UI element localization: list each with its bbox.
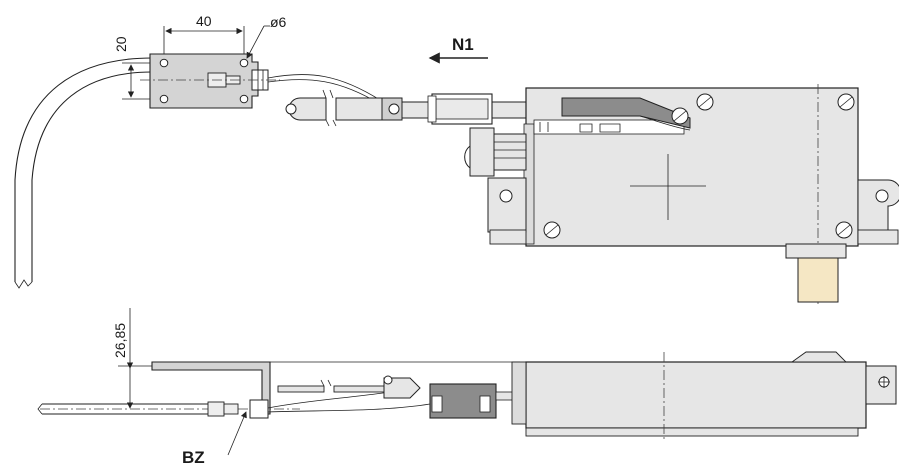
top-view: 40 ø6 20 xyxy=(14,13,899,304)
dim-hole-spacing: 40 xyxy=(163,13,245,54)
connector-plug xyxy=(785,243,847,303)
cable-clamp-label: BZ xyxy=(182,448,205,467)
dim-26-85-label: 26,85 xyxy=(112,323,128,358)
housing-screws xyxy=(543,93,855,239)
rod-clamp xyxy=(427,93,493,125)
side-view: 26,85 BZ xyxy=(37,308,897,467)
direction-label: N1 xyxy=(452,35,474,54)
dim-20-label: 20 xyxy=(113,36,129,52)
dim-offset: 26,85 xyxy=(112,308,152,409)
cable-clamp-label-group: BZ xyxy=(182,411,247,467)
mounting-bracket xyxy=(140,53,280,109)
switch-housing xyxy=(464,84,899,304)
dim-bracket-height: 20 xyxy=(113,36,150,100)
switch-housing-side xyxy=(511,351,897,440)
dim-hole-diameter: ø6 xyxy=(246,14,287,59)
dim-diameter-label: ø6 xyxy=(270,14,287,30)
dim-40-label: 40 xyxy=(196,13,212,29)
cable-sheath xyxy=(14,57,153,289)
rod-clamp-side xyxy=(429,383,527,419)
direction-indicator: N1 xyxy=(428,35,488,64)
